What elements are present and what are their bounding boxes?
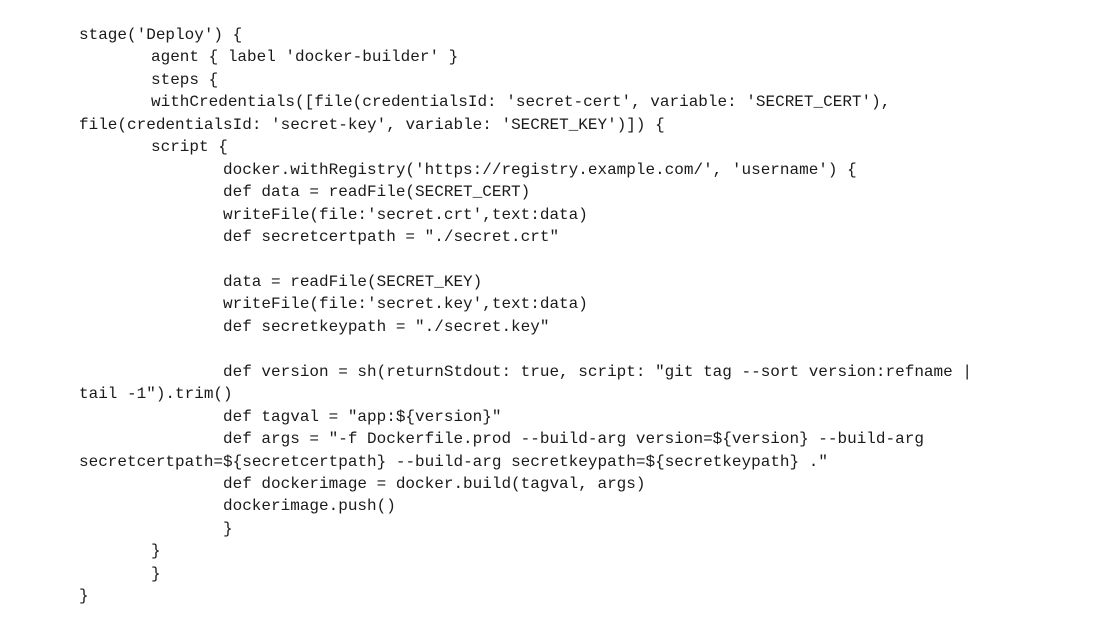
code-line: file(credentialsId: 'secret-key', variab… <box>79 115 665 134</box>
code-line: stage('Deploy') { <box>79 26 243 44</box>
code-line: script { <box>151 138 228 157</box>
code-line: dockerimage.push() <box>223 497 396 516</box>
code-line: writeFile(file:'secret.crt',text:data) <box>223 205 588 224</box>
code-line: secretcertpath=${secretcertpath} --build… <box>79 452 828 471</box>
code-line: tail -1").trim() <box>79 385 233 404</box>
code-line: def version = sh(returnStdout: true, scr… <box>223 362 972 381</box>
code-line: docker.withRegistry('https://registry.ex… <box>223 160 857 179</box>
code-line: agent { label 'docker-builder' } <box>151 48 459 67</box>
code-line: } <box>151 542 161 561</box>
code-line: writeFile(file:'secret.key',text:data) <box>223 295 588 314</box>
code-line: } <box>79 587 89 606</box>
code-line: } <box>223 519 233 538</box>
code-line: data = readFile(SECRET_KEY) <box>223 272 483 291</box>
code-line: def args = "-f Dockerfile.prod --build-a… <box>223 430 924 449</box>
code-line: def secretcertpath = "./secret.crt" <box>223 228 560 247</box>
code-line: def tagval = "app:${version}" <box>223 407 502 426</box>
code-line: steps { <box>151 70 219 89</box>
code-line: def dockerimage = docker.build(tagval, a… <box>223 475 646 493</box>
code-line: def secretkeypath = "./secret.key" <box>223 317 550 336</box>
code-line: withCredentials([file(credentialsId: 'se… <box>151 93 891 112</box>
code-line: } <box>151 564 161 583</box>
code-line: def data = readFile(SECRET_CERT) <box>223 183 531 202</box>
